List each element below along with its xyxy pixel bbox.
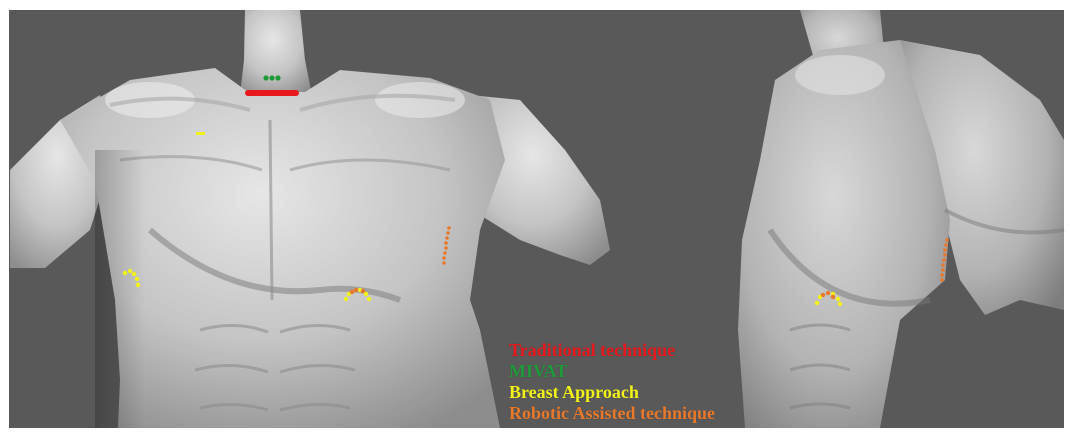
- legend-robotic: Robotic Assisted technique: [509, 403, 715, 424]
- marker-breast-axillary-front: [196, 132, 205, 135]
- technique-legend: Traditional technique MIVAT Breast Appro…: [509, 340, 715, 424]
- marker-traditional: [245, 90, 299, 96]
- marker-mivat: [263, 75, 280, 80]
- legend-traditional: Traditional technique: [509, 340, 715, 361]
- legend-mivat: MIVAT: [509, 361, 715, 382]
- legend-breast-approach: Breast Approach: [509, 382, 715, 403]
